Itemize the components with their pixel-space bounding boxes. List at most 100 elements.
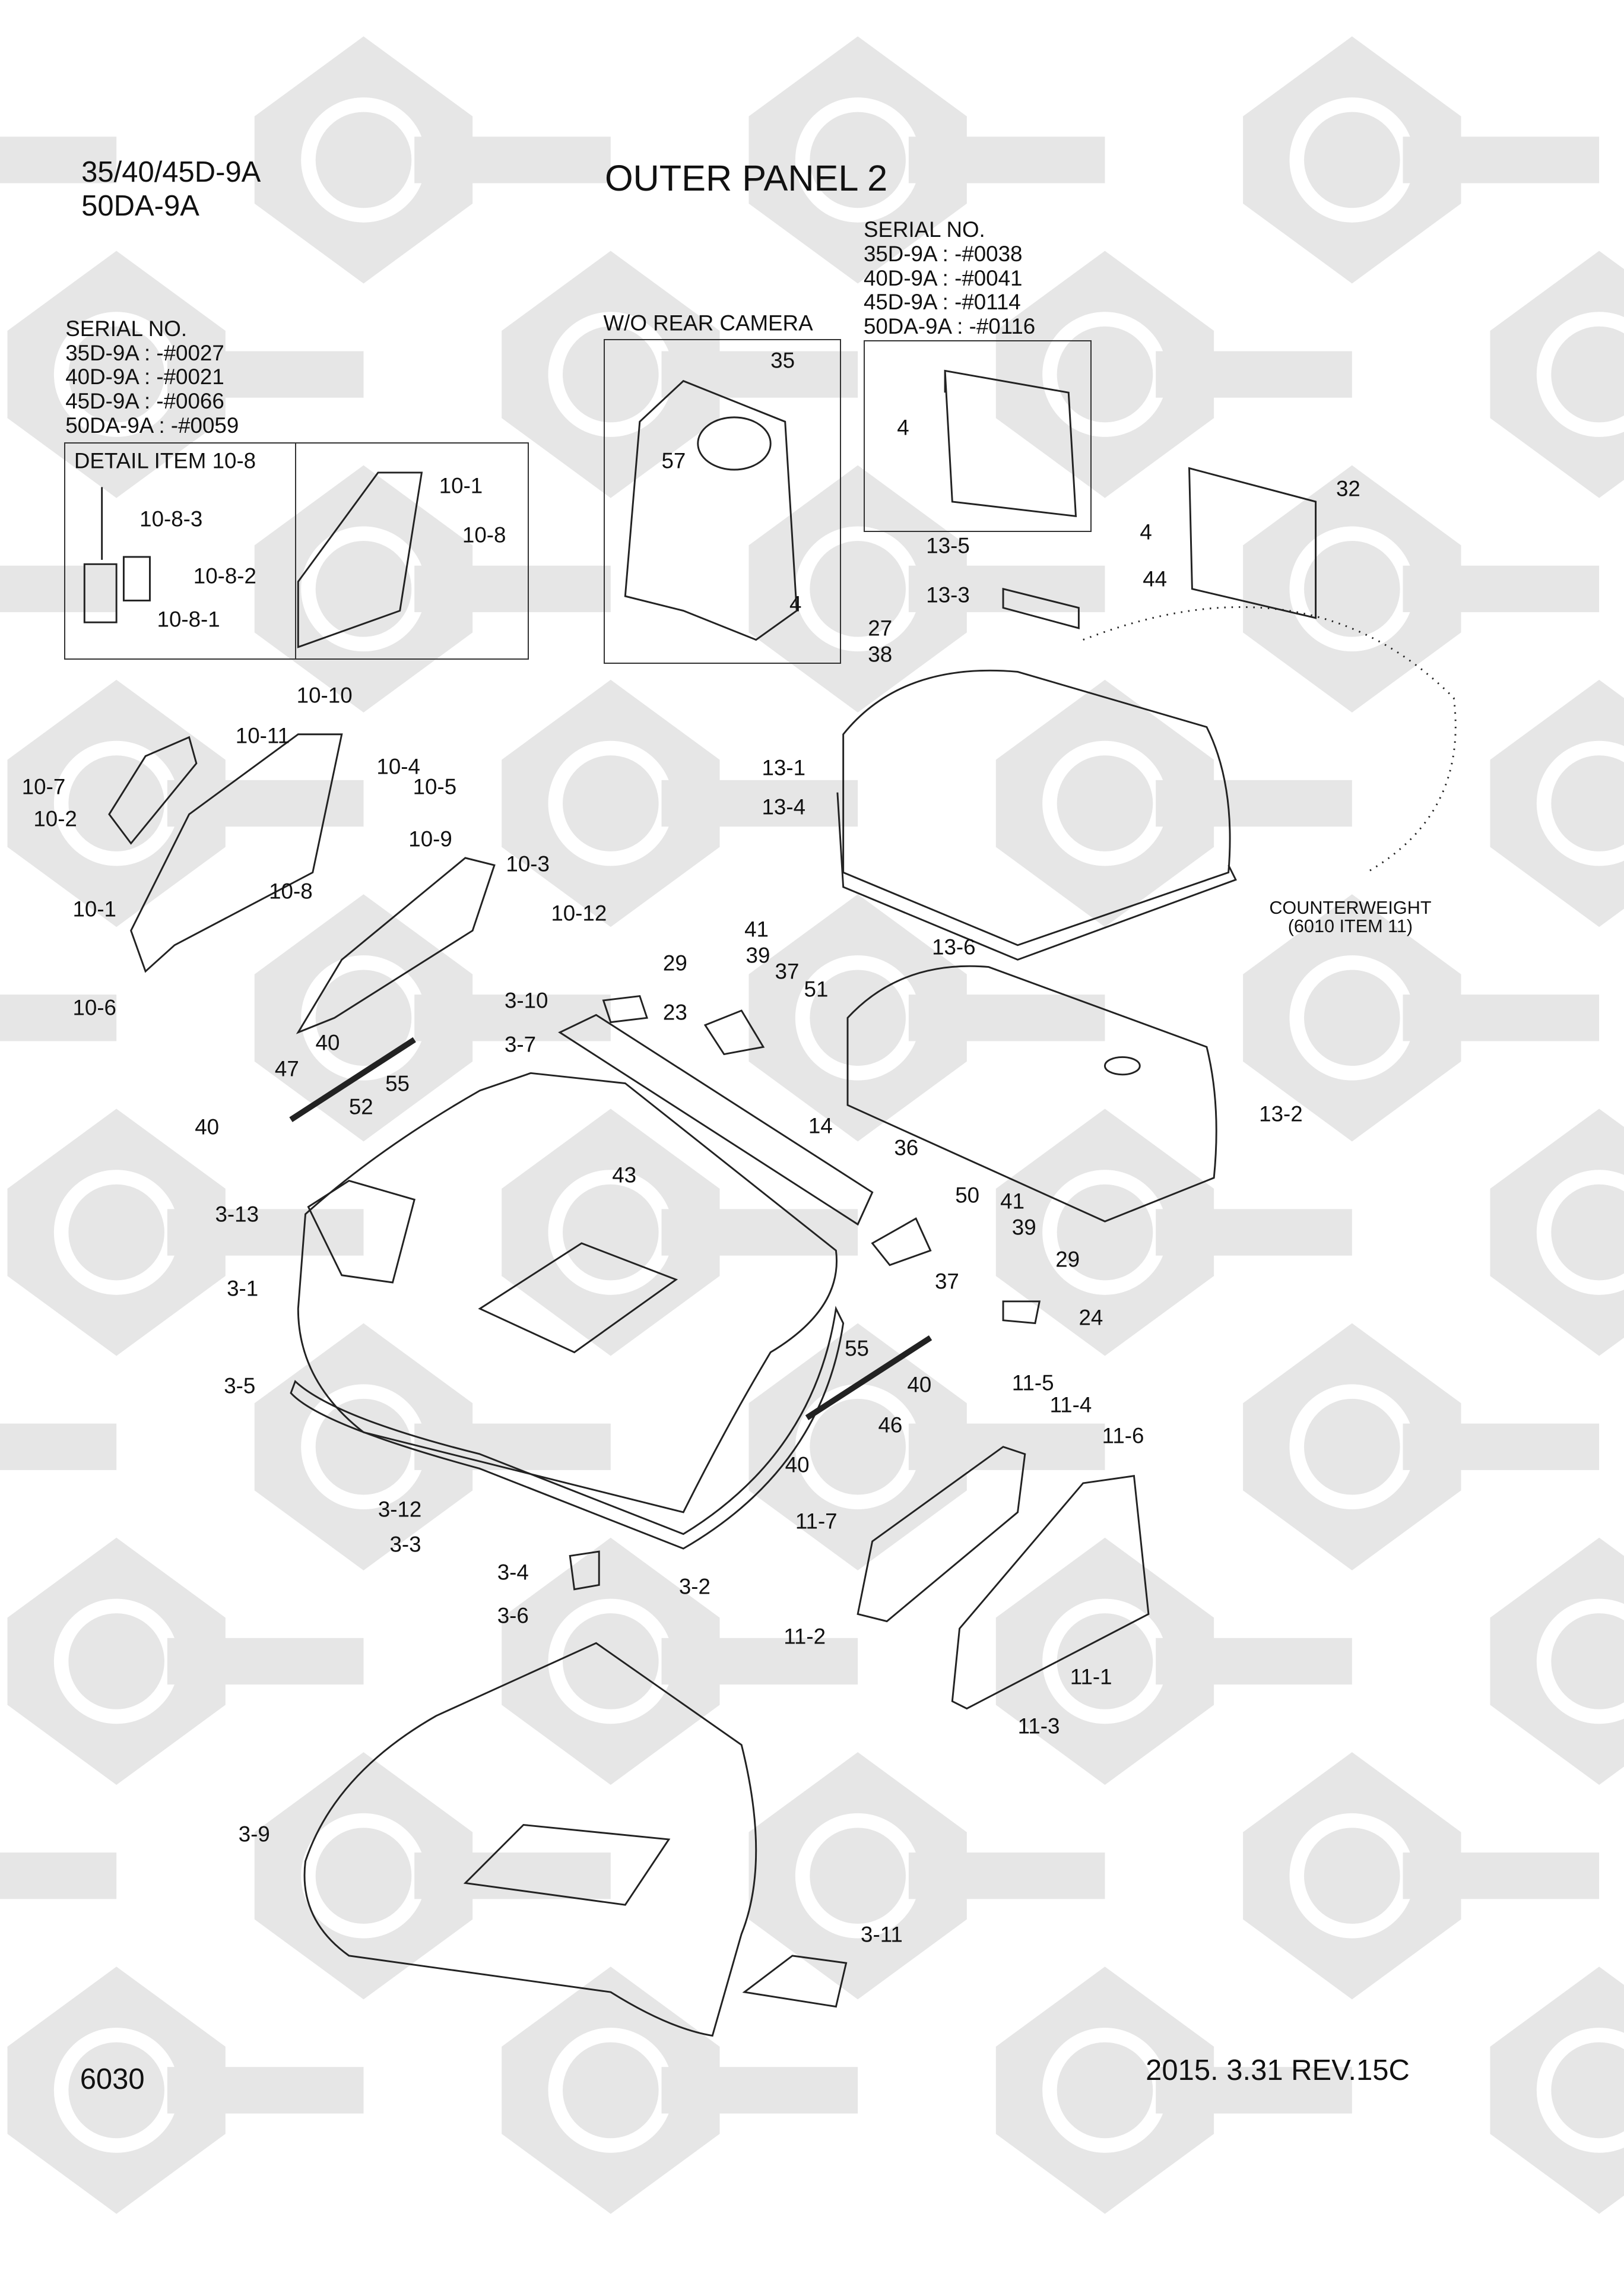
callout: 14: [808, 1113, 833, 1138]
serial-left: SERIAL NO. 35D-9A : -#0027 40D-9A : -#00…: [65, 316, 239, 438]
watermark-banner: [414, 565, 611, 613]
watermark-hexagon: [1243, 465, 1461, 712]
callout: 3-4: [497, 1560, 529, 1585]
detail-box-title: DETAIL ITEM 10-8: [74, 448, 256, 473]
watermark-banner: [167, 351, 364, 398]
callout: 40: [907, 1372, 932, 1397]
watermark-banner: [167, 2067, 364, 2114]
callout: 38: [868, 642, 893, 667]
callout: 43: [612, 1163, 637, 1188]
watermark-hexagon: [748, 465, 967, 712]
watermark-banner: [1156, 351, 1352, 398]
counterweight-note: COUNTERWEIGHT (6010 ITEM 11): [1269, 897, 1432, 937]
watermark-banner: [1156, 1209, 1352, 1256]
watermark-hexagon: [254, 465, 473, 712]
callout: 47: [274, 1056, 299, 1081]
counterweight-cover: [842, 669, 1231, 946]
watermark-hexagon: [995, 1109, 1214, 1356]
callout: 55: [845, 1336, 869, 1360]
callout: 11-3: [1017, 1714, 1060, 1738]
rear-camera-box: [603, 338, 842, 664]
watermark-hexagon: [7, 251, 226, 498]
callout: 29: [1055, 1247, 1080, 1272]
watermark-hexagon: [995, 251, 1214, 498]
detail-box-divider: [294, 443, 296, 659]
serial-right-box: [863, 340, 1092, 532]
watermark-hexagon: [1243, 36, 1461, 284]
callout: 46: [878, 1413, 903, 1437]
serial-row: 45D-9A : -#0066: [65, 388, 224, 413]
callout: 50: [955, 1183, 980, 1208]
watermark-ring: [1536, 740, 1624, 866]
handle-13-3: [1002, 587, 1080, 629]
callout: 10-10: [296, 683, 353, 708]
watermark-banner: [908, 995, 1105, 1041]
callout: 35: [770, 348, 795, 373]
callout: 4: [897, 415, 909, 440]
watermark-hexagon: [254, 36, 473, 284]
watermark-banner: [1156, 780, 1352, 827]
hood-recess: [478, 1242, 678, 1354]
watermark-banner: [661, 1638, 858, 1685]
counterweight-seal-13-4: [836, 792, 1237, 961]
bracket-plate-4a: [944, 369, 1077, 518]
hinge-bracket-50: [871, 1217, 932, 1266]
callout: 41: [744, 917, 769, 942]
hinge-bracket-51: [703, 1009, 765, 1056]
watermark-ring: [1536, 2028, 1624, 2153]
callout: 23: [662, 1000, 687, 1025]
callout: 13-2: [1259, 1101, 1303, 1126]
callout: 13-3: [926, 582, 970, 607]
watermark-hexagon: [7, 1537, 226, 1785]
watermark-hexagon: [254, 894, 473, 1142]
serial-right-heading: SERIAL NO.: [863, 217, 985, 242]
model-list-line2: 50DA-9A: [81, 189, 199, 222]
rear-camera: [697, 416, 772, 471]
callout: 10-1: [72, 897, 116, 922]
watermark-hexagon: [502, 1966, 720, 2214]
callout: 24: [1079, 1305, 1103, 1330]
callout: 10-5: [413, 774, 457, 799]
callout: 37: [934, 1269, 959, 1294]
watermark-banner: [661, 2067, 858, 2114]
counterweight-label: COUNTERWEIGHT: [1269, 897, 1432, 918]
counterweight-ghost: [1083, 606, 1457, 873]
callout: 10-4: [376, 754, 420, 779]
bracket-24: [1002, 1300, 1041, 1325]
serial-row: 50DA-9A : -#0116: [863, 314, 1036, 339]
watermark-banner: [1403, 565, 1600, 613]
watermark-banner: [0, 1423, 117, 1470]
gas-spring-46: [805, 1335, 932, 1420]
serial-row: 40D-9A : -#0021: [65, 365, 224, 390]
bracket-3-4: [569, 1550, 600, 1591]
callout: 10-8-3: [139, 506, 203, 531]
callout: 11-5: [1011, 1370, 1054, 1395]
floor-cover-3-11: [742, 1955, 848, 2008]
watermark-hexagon: [995, 1537, 1214, 1785]
callout: 3-6: [497, 1603, 529, 1628]
rail-14: [558, 1014, 874, 1226]
serial-right: SERIAL NO. 35D-9A : -#0038 40D-9A : -#00…: [864, 218, 1035, 338]
watermark-banner: [908, 1852, 1105, 1899]
callout: 55: [385, 1071, 410, 1096]
callout: 40: [195, 1114, 220, 1139]
counterweight-lower-13-2: [846, 965, 1217, 1223]
callout: 10-3: [506, 851, 550, 876]
watermark-hexagon: [1243, 894, 1461, 1142]
side-panel-10-3: [296, 857, 496, 1034]
callout: 51: [804, 976, 829, 1001]
watermark-hexagon: [995, 679, 1214, 927]
callout: 3-13: [215, 1202, 259, 1227]
serial-row: 35D-9A : -#0038: [863, 242, 1023, 267]
callout: 3-5: [224, 1373, 256, 1398]
watermark-banner: [414, 137, 611, 183]
gas-spring-47: [289, 1037, 416, 1122]
watermark-hexagon: [254, 1323, 473, 1570]
callout: 39: [746, 943, 770, 968]
watermark-ring: [1536, 312, 1624, 437]
callout: 3-7: [504, 1032, 537, 1057]
model-list-line1: 35/40/45D-9A: [81, 156, 261, 189]
watermark-banner: [167, 1209, 364, 1256]
